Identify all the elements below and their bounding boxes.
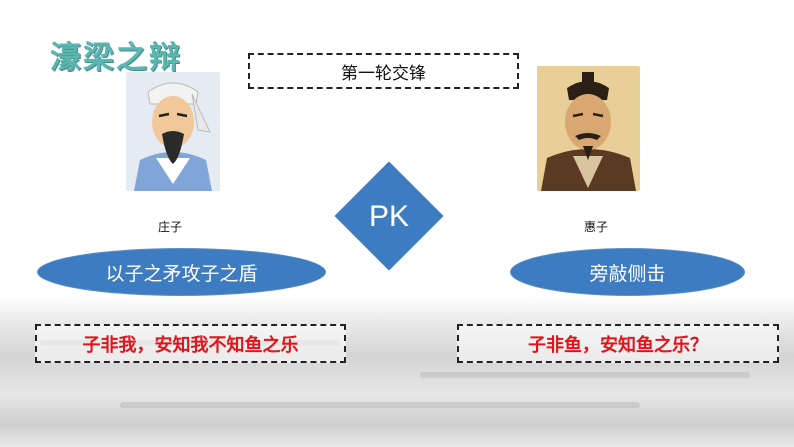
ink-wash-background (0, 296, 794, 447)
huizi-portrait (537, 66, 640, 191)
round-label-box: 第一轮交锋 (248, 53, 519, 89)
right-strategy-ellipse: 旁敲侧击 (510, 248, 745, 296)
zhuangzi-quote-box: 子非我，安知我不知鱼之乐 (35, 324, 346, 363)
slide-title: 濠梁之辩 (50, 40, 182, 76)
round-label: 第一轮交锋 (341, 63, 426, 84)
zhuangzi-quote: 子非我，安知我不知鱼之乐 (82, 334, 299, 356)
pk-diamond: PK (331, 158, 447, 274)
left-strategy-ellipse: 以子之矛攻子之盾 (37, 248, 326, 296)
huizi-quote: 子非鱼，安知鱼之乐？ (528, 334, 708, 356)
right-strategy-label: 旁敲侧击 (589, 262, 666, 285)
zhuangzi-name: 庄子 (158, 220, 183, 234)
left-strategy-label: 以子之矛攻子之盾 (105, 262, 258, 285)
ink-streak (420, 372, 750, 378)
zhuangzi-portrait (126, 72, 220, 191)
huizi-quote-box: 子非鱼，安知鱼之乐？ (457, 324, 779, 363)
pk-label: PK (369, 200, 409, 233)
ink-streak (120, 402, 640, 408)
huizi-name: 惠子 (584, 220, 609, 234)
